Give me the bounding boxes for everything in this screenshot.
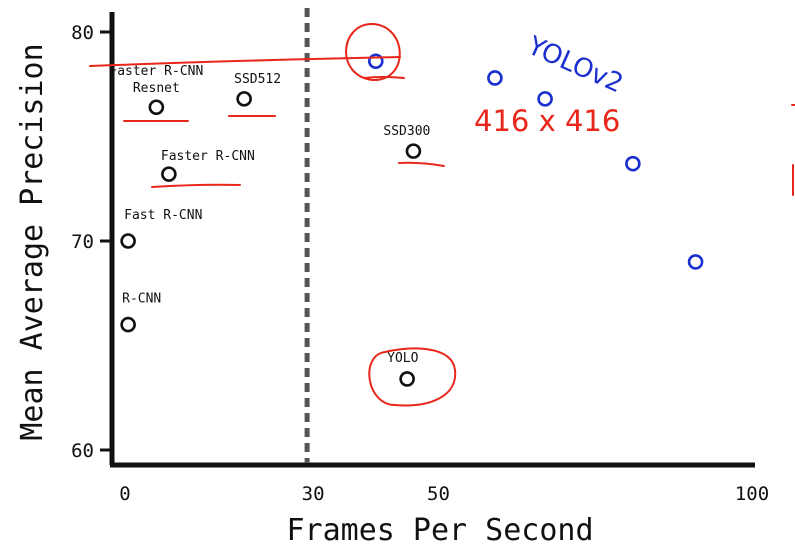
data-point	[120, 233, 136, 249]
point-label: Fast R-CNN	[124, 208, 202, 223]
x-tick-label: 0	[119, 483, 130, 505]
x-tick-label: 100	[735, 483, 769, 505]
annotation-416: 416 x 416	[474, 104, 620, 138]
point-label-line: Faster R-CNN	[161, 149, 255, 164]
point-label-line: YOLO	[387, 351, 418, 366]
point-label: Faster R-CNN Resnet	[109, 64, 203, 96]
red-circle-yolo	[368, 347, 457, 407]
x-axis-title: Frames Per Second	[286, 513, 593, 548]
red-circle-yolov2	[345, 22, 401, 82]
point-label-line: R-CNN	[122, 292, 161, 307]
ticks: 60 70 80 0 30 50 100	[71, 22, 769, 505]
point-label: SSD512	[234, 72, 281, 87]
y-tick-label: 60	[71, 440, 94, 462]
point-label-line: Fast R-CNN	[124, 208, 202, 223]
yolov2-point	[367, 53, 384, 70]
point-label: YOLO	[387, 351, 418, 366]
point-label: SSD300	[383, 124, 430, 139]
data-point	[405, 143, 422, 159]
yolov2-point	[687, 254, 704, 270]
y-axis-title: Mean Average Precision	[15, 43, 50, 440]
red-underline-faster	[151, 183, 241, 188]
yolov2-point	[625, 155, 641, 172]
red-underline-ssd300	[398, 161, 445, 167]
x-tick-label: 30	[302, 483, 325, 505]
axes: Frames Per Second Mean Average Precision	[15, 12, 755, 548]
point-label: R-CNN	[122, 292, 161, 307]
yolov2-point	[487, 70, 503, 86]
red-underline-yolov2	[364, 76, 405, 79]
y-tick-label: 80	[71, 22, 94, 44]
data-point	[236, 91, 252, 107]
series-label-yolov2: YOLOv2	[522, 31, 627, 100]
point-labels: R-CNN Fast R-CNN Faster R-CNN Faster R-CNN R…	[109, 64, 430, 366]
data-point	[120, 316, 136, 333]
point-label-line: Resnet	[133, 81, 180, 96]
data-marks	[120, 53, 704, 387]
data-point	[161, 166, 177, 182]
x-tick-label: 50	[427, 483, 450, 505]
point-label: Faster R-CNN	[161, 149, 255, 164]
data-point	[148, 99, 165, 116]
y-tick-label: 70	[71, 231, 94, 253]
point-label-line: Faster R-CNN	[109, 64, 203, 79]
point-label-line: SSD512	[234, 72, 281, 87]
data-point	[399, 371, 415, 387]
red-underline-top	[89, 56, 401, 67]
point-label-line: SSD300	[383, 124, 430, 139]
yolov2-point	[537, 91, 553, 107]
